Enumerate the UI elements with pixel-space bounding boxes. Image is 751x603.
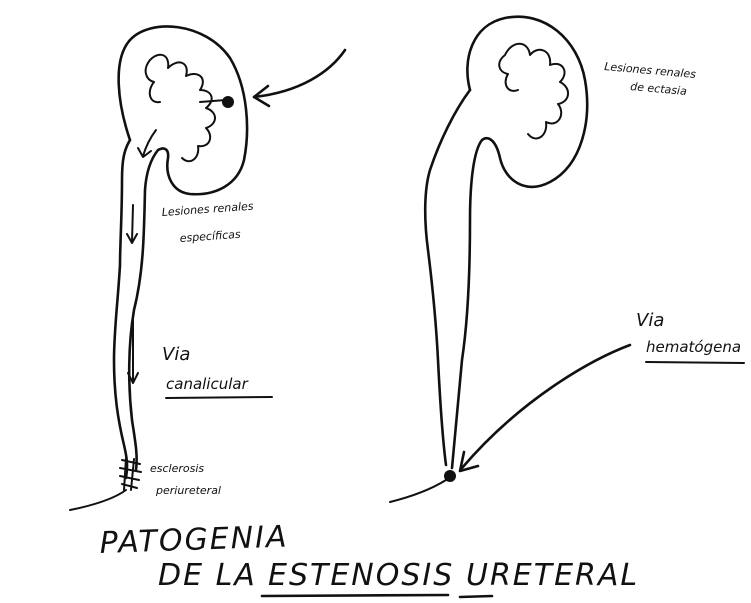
left-incoming-arrow (254, 50, 345, 97)
left-route-label-line2: canalicular (166, 375, 249, 393)
title-line1: PATOGENIA (99, 519, 289, 561)
right-route-label-line2: hematógena (646, 338, 741, 356)
left-lesions-label-line1: Lesiones renales (161, 200, 254, 219)
right-lesions-label-line2: de ectasia (630, 80, 688, 98)
right-calyces (499, 44, 568, 139)
left-kidney-outline (119, 26, 247, 470)
right-ureter-outline (425, 90, 470, 465)
left-route-label-line1: Via (162, 344, 190, 365)
left-route-underline (166, 397, 272, 398)
right-ureter-tail (390, 480, 446, 502)
title-underline-u (460, 596, 492, 597)
left-lesions-label-line2: específicas (179, 228, 241, 245)
right-kidney-outline (452, 17, 587, 468)
left-kidney-ureter (70, 26, 345, 510)
left-calyces (146, 55, 215, 162)
right-incoming-arrow (462, 345, 630, 468)
title-line2-part3: URETERAL (466, 558, 639, 593)
left-lesion-dot (222, 96, 234, 108)
title-line2-part1: DE LA (158, 558, 257, 593)
title-underline-estenosis (262, 595, 448, 596)
left-ureter-outline (114, 140, 130, 478)
left-sclerosis-label-line2: periureteral (155, 484, 221, 497)
left-sclerosis-label-line1: esclerosis (150, 462, 204, 475)
title-line2-part2: ESTENOSIS (268, 558, 454, 593)
right-route-label-line1: Via (636, 310, 664, 331)
left-ureter-tail (70, 490, 126, 510)
left-sclerosis-mark (120, 458, 141, 490)
right-lesions-label-line1: Lesiones renales (604, 60, 697, 81)
right-kidney-ureter (390, 17, 630, 502)
right-route-underline (646, 362, 744, 363)
left-flow-arrow-2 (132, 205, 133, 242)
